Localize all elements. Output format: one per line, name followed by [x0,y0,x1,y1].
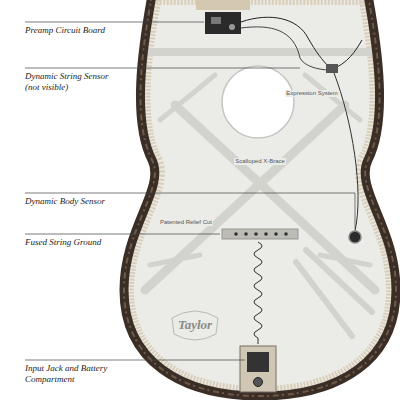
part-label: Dynamic String Sensor (not visible) [25,71,125,93]
logo-badge [172,311,218,340]
preamp-chip [211,17,221,24]
part-label: Preamp Circuit Board [25,25,105,36]
part-label: Dynamic Body Sensor [25,196,105,207]
sound-hole [222,66,294,138]
part-label: Patented Relief Cut [159,219,213,226]
part-label: Fused String Ground [25,237,101,248]
body-sensor [349,231,361,243]
preamp-board [205,12,241,34]
part-label: Scalloped X-Brace [234,158,286,165]
tone-bar [306,250,372,312]
logo-text: Taylor [178,317,212,333]
finger-brace [150,255,200,265]
upper-brace [305,75,360,120]
leader-lines [25,22,355,360]
neck-block [196,0,250,10]
part-label: Input Jack and Battery Compartment [25,363,113,385]
finger-brace [320,255,370,265]
wire [241,17,330,68]
bridge-pins [234,232,288,236]
tone-bar [296,262,352,336]
bridge-plate [222,229,298,239]
battery-box [247,352,269,372]
connector [326,64,338,73]
upper-brace [160,75,215,120]
transverse-brace [140,48,380,56]
preamp-knob [229,24,235,30]
tail-block [240,346,276,392]
wire [241,27,330,70]
part-label: Expression System [285,90,338,97]
input-jack [254,378,263,387]
coiled-wire [254,242,262,344]
